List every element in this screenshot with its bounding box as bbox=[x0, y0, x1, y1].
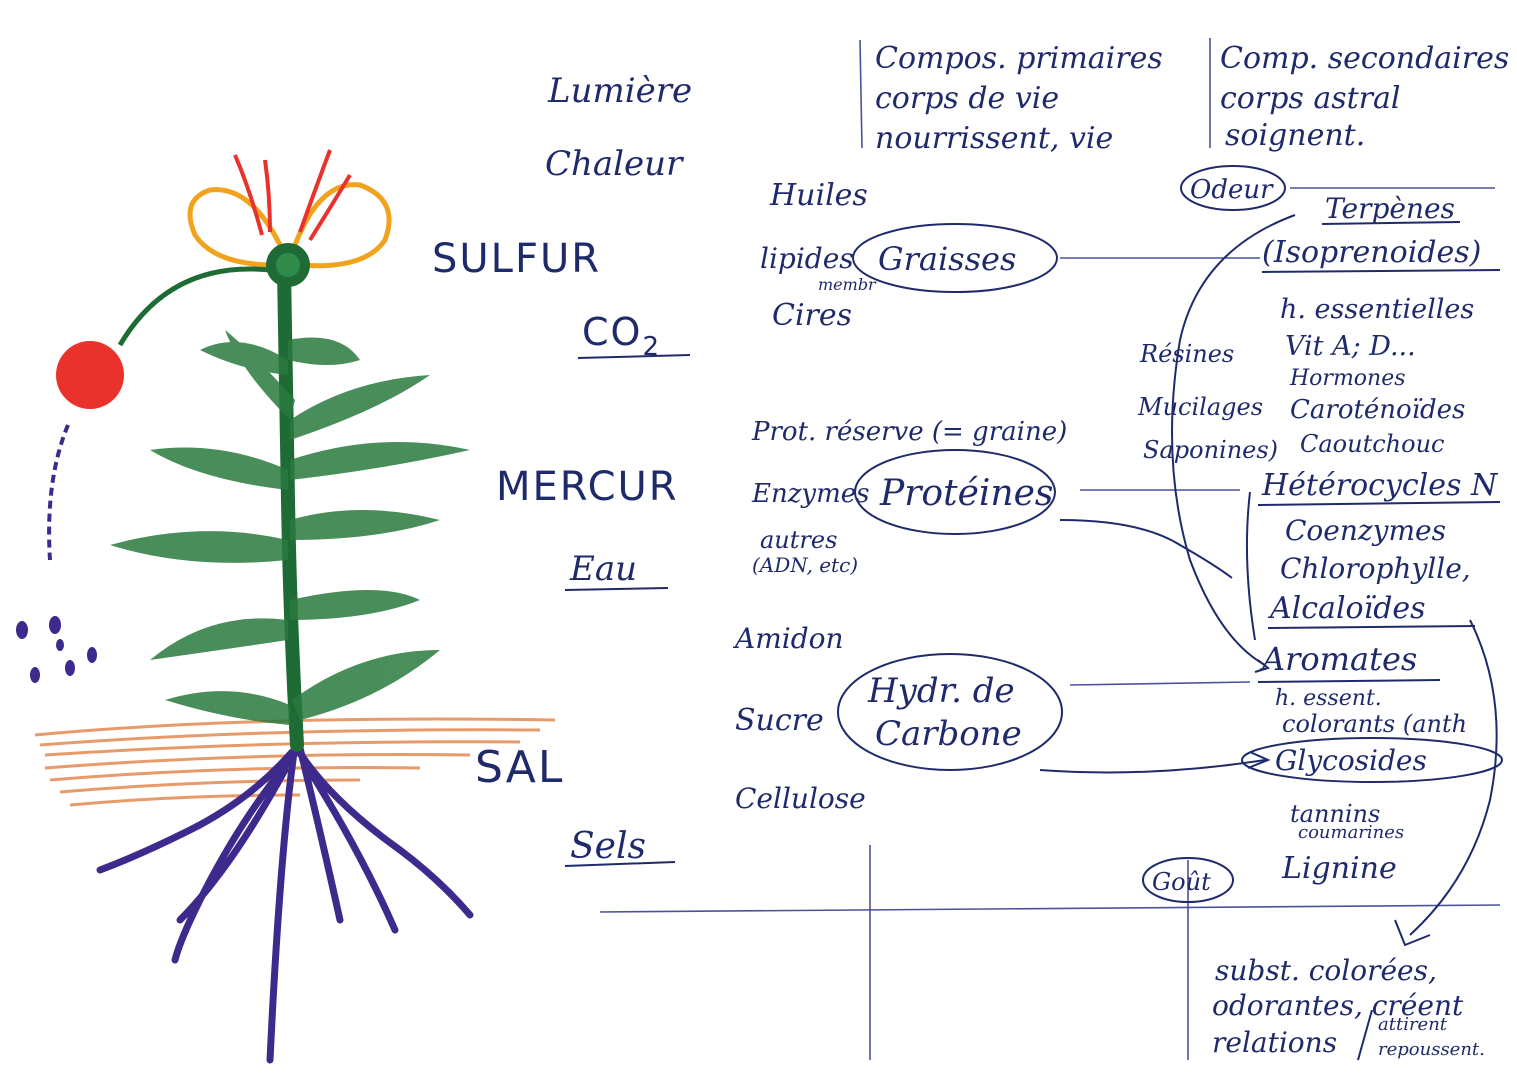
arrow-hydrates-glycosides bbox=[1040, 760, 1265, 772]
item-cellulose: Cellulose bbox=[735, 782, 866, 815]
item-sucre: Sucre bbox=[735, 703, 824, 738]
plant-drawing bbox=[16, 150, 555, 1060]
footer-line1: subst. colorées, bbox=[1215, 954, 1437, 987]
header-secondaires: Comp. secondaires corps astral soignent. bbox=[1220, 41, 1509, 153]
item-resines: Résines bbox=[1139, 340, 1234, 368]
label-chaleur: Chaleur bbox=[545, 144, 684, 184]
divider-top-primary bbox=[860, 40, 862, 148]
item-mucilages: Mucilages bbox=[1137, 393, 1263, 421]
item-caoutchouc: Caoutchouc bbox=[1300, 430, 1444, 458]
item-chlorophylle: Chlorophylle, bbox=[1280, 552, 1471, 585]
header-primaires-line1: Compos. primaires bbox=[875, 41, 1163, 76]
item-cires: Cires bbox=[772, 298, 852, 333]
header-secondaires-line1: Comp. secondaires bbox=[1220, 41, 1509, 76]
footer-note: subst. colorées, odorantes, créent relat… bbox=[1212, 954, 1485, 1060]
header-primaires-line2: corps de vie bbox=[875, 81, 1059, 116]
footer-repoussent: repoussent. bbox=[1378, 1039, 1485, 1060]
label-hydrates-1: Hydr. de bbox=[867, 671, 1015, 711]
label-sels: Sels bbox=[570, 826, 646, 867]
label-proteines: Protéines bbox=[879, 473, 1053, 514]
roots bbox=[100, 745, 470, 1060]
item-membr: membr bbox=[818, 275, 877, 294]
label-mercur: MERCUR bbox=[496, 464, 679, 510]
red-fruit bbox=[56, 341, 124, 409]
item-coumarines: coumarines bbox=[1298, 822, 1404, 843]
item-lignine: Lignine bbox=[1281, 851, 1397, 886]
flower bbox=[190, 150, 389, 287]
item-coenzymes: Coenzymes bbox=[1285, 514, 1446, 547]
seeds bbox=[16, 616, 97, 683]
item-carotenoides: Caroténoïdes bbox=[1290, 395, 1465, 425]
label-sulfur: SULFUR bbox=[432, 236, 601, 282]
label-odeur: Odeur bbox=[1190, 175, 1274, 205]
label-eau: Eau bbox=[569, 549, 637, 589]
label-isoprenoides: (Isoprenoides) bbox=[1262, 235, 1481, 270]
arrow-proteines-hetero bbox=[1060, 520, 1232, 578]
label-glycosides: Glycosides bbox=[1275, 744, 1427, 777]
group-hydrates: Amidon Sucre Cellulose Hydr. de Carbone bbox=[732, 622, 1062, 815]
header-primaires: Compos. primaires corps de vie nourrisse… bbox=[875, 41, 1163, 156]
label-lumiere: Lumière bbox=[547, 71, 692, 111]
header-secondaires-line2: corps astral bbox=[1220, 81, 1401, 116]
footer-line3: relations bbox=[1212, 1026, 1337, 1059]
item-h-essent: h. essent. bbox=[1275, 686, 1382, 711]
label-gout: Goût bbox=[1152, 868, 1211, 896]
alcaloides-underline bbox=[1268, 626, 1475, 628]
item-prot-reserve: Prot. réserve (= graine) bbox=[751, 417, 1067, 447]
footer-attirent: attirent bbox=[1378, 1014, 1448, 1035]
item-amidon: Amidon bbox=[732, 622, 844, 655]
item-colorants: colorants (anth bbox=[1282, 710, 1467, 738]
label-graisses: Graisses bbox=[878, 240, 1016, 278]
header-secondaires-line3: soignent. bbox=[1225, 118, 1365, 153]
label-sal: SAL bbox=[475, 742, 564, 793]
item-autres: autres bbox=[760, 526, 837, 554]
connector-hydrates bbox=[1070, 682, 1250, 685]
label-terpenes: Terpènes bbox=[1325, 192, 1455, 225]
group-proteines: Prot. réserve (= graine) Enzymes autres … bbox=[751, 417, 1067, 577]
aromates-underline bbox=[1258, 680, 1440, 682]
item-huiles: Huiles bbox=[769, 178, 868, 213]
item-lipides: lipides bbox=[760, 242, 854, 275]
label-alcaloides: Alcaloïdes bbox=[1267, 591, 1426, 626]
group-graisses: Huiles lipides membr Cires Graisses bbox=[760, 178, 1057, 333]
co2-underline bbox=[578, 355, 690, 358]
item-vit: Vit A; D... bbox=[1285, 331, 1416, 362]
seed-arc bbox=[49, 425, 68, 560]
label-co2: CO2 bbox=[582, 310, 661, 362]
divider-bottom-horizontal bbox=[600, 905, 1500, 912]
plant-labels: Lumière Chaleur SULFUR CO2 MERCUR Eau SA… bbox=[432, 71, 692, 867]
bracket-heterocycles bbox=[1247, 492, 1255, 640]
item-enzymes: Enzymes bbox=[751, 479, 870, 509]
group-secondary: Odeur Terpènes (Isoprenoides) h. essenti… bbox=[1137, 166, 1502, 902]
header-primaires-line3: nourrissent, vie bbox=[875, 121, 1113, 156]
label-heterocycles: Hétérocycles N bbox=[1261, 468, 1499, 503]
label-hydrates-2: Carbone bbox=[875, 714, 1022, 754]
item-saponines: Saponines) bbox=[1143, 436, 1278, 464]
item-h-essentielles: h. essentielles bbox=[1280, 294, 1474, 325]
fruit-branch bbox=[120, 269, 270, 345]
item-hormones: Hormones bbox=[1289, 366, 1406, 391]
item-adn: (ADN, etc) bbox=[752, 553, 858, 577]
isoprenoides-underline bbox=[1262, 270, 1500, 272]
label-aromates: Aromates bbox=[1259, 640, 1417, 678]
